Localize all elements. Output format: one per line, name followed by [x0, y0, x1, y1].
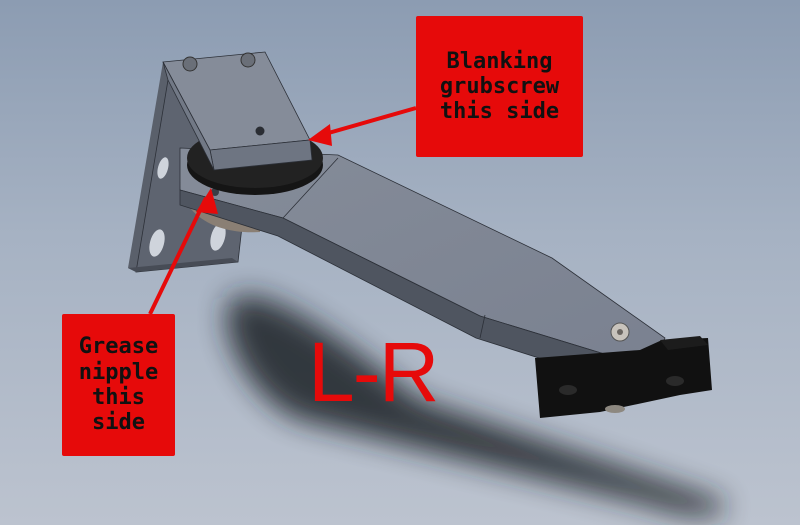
callout-line: this side	[439, 99, 560, 125]
cap-screw-icon	[182, 56, 198, 72]
callout-grease-nipple: Grease nipple this side	[62, 314, 175, 456]
drop-shadow	[226, 295, 725, 516]
callout-line: Grease	[78, 334, 159, 360]
callout-line: nipple	[78, 359, 159, 385]
callout-line: Blanking	[446, 48, 553, 74]
cap-screw-icon	[240, 52, 256, 68]
orientation-label: L-R	[308, 325, 439, 419]
callout-arrows	[148, 106, 417, 315]
top-cap-plate	[162, 51, 313, 171]
callout-line: side	[92, 410, 145, 436]
callout-line: grubscrew	[439, 73, 560, 99]
callout-blanking-grubscrew: Blanking grubscrew this side	[416, 16, 583, 157]
grease-nipple-hole-icon	[211, 188, 219, 196]
roller-block	[535, 336, 712, 418]
grubscrew-hole-icon	[255, 126, 265, 136]
callout-line: this	[92, 385, 145, 410]
